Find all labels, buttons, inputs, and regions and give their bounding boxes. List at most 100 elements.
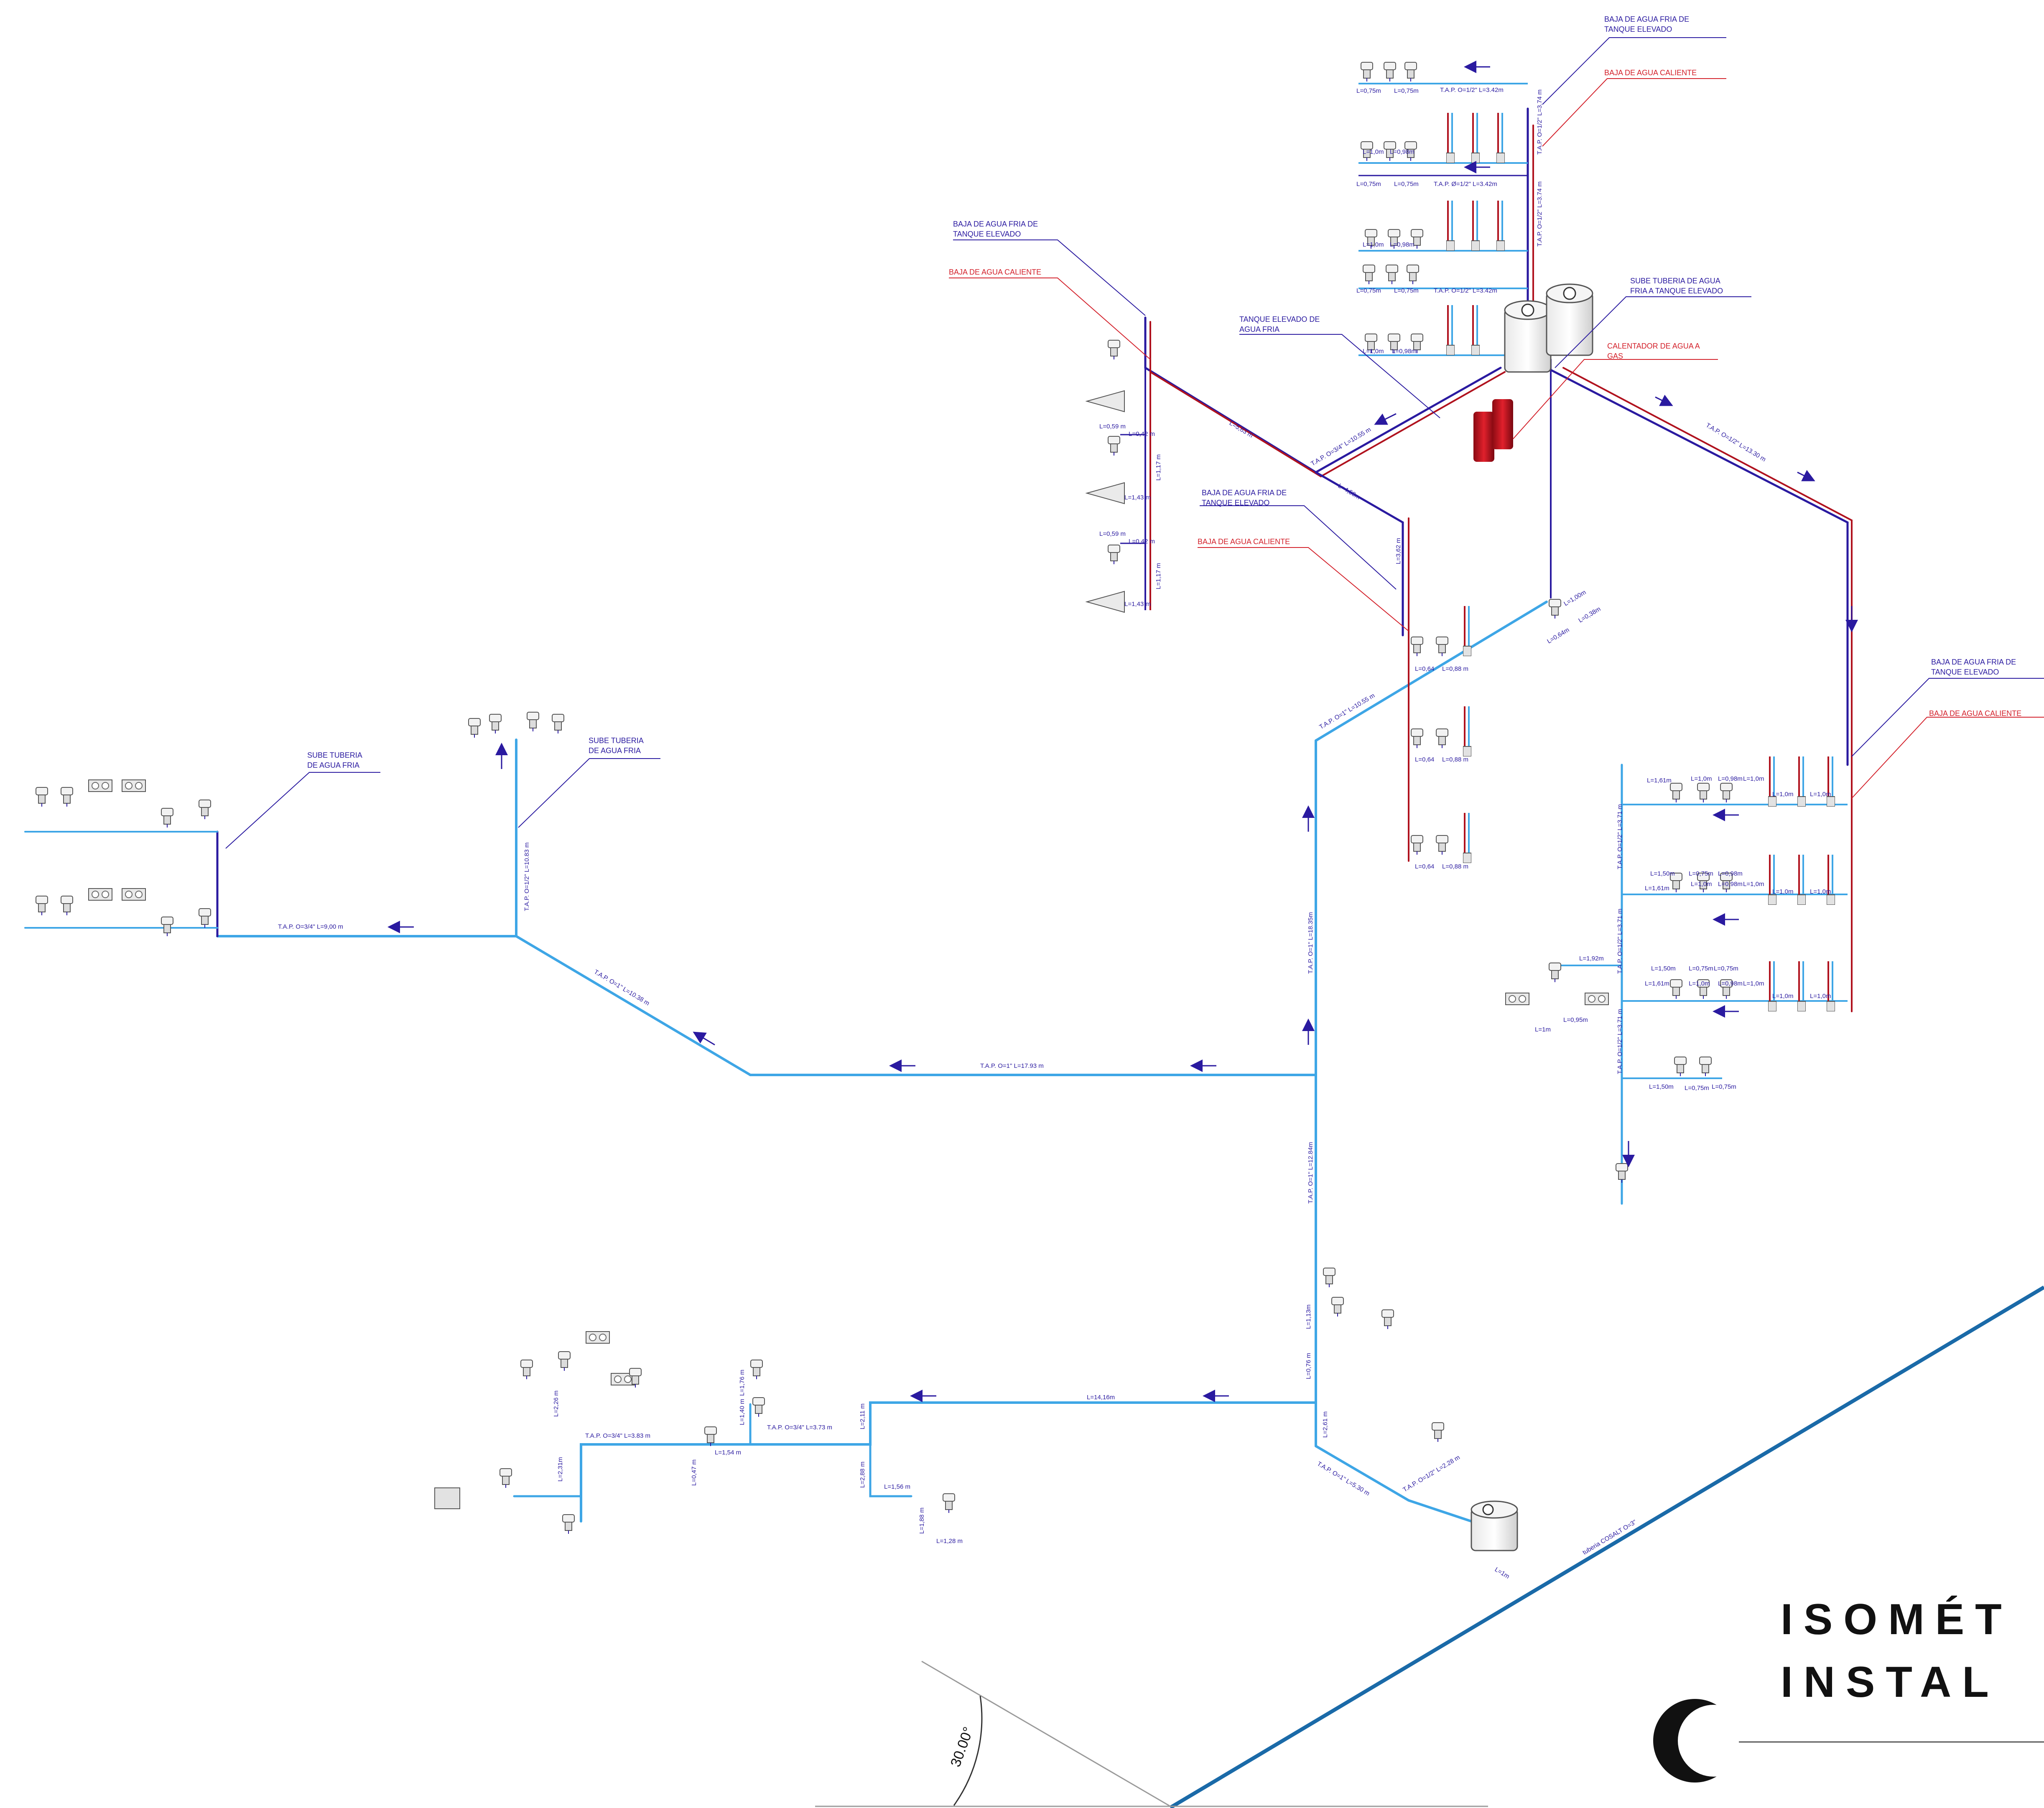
fixture (1616, 1163, 1628, 1183)
fixture (752, 1397, 765, 1417)
fixture (1381, 1309, 1394, 1329)
dim-label: L=1,56 m (884, 1483, 910, 1490)
callout-line: DE AGUA FRIA (589, 746, 641, 755)
dim-label: L=0,75m (1356, 287, 1381, 294)
flow-arrow (693, 1031, 715, 1046)
dim-label: L=1,54 m (715, 1449, 741, 1456)
fixture (1436, 637, 1448, 656)
dim-label: L=5,63 m (1228, 420, 1254, 439)
riser-fixture (1768, 756, 1776, 807)
fixture (161, 917, 173, 936)
pipe-label: T.A.P. O=3/4" L=3.83 m (585, 1432, 650, 1439)
fixture (1404, 62, 1417, 81)
dim-label: L=1,28 m (936, 1538, 963, 1545)
leader-mid-cold (1200, 505, 1397, 590)
angle-arc (953, 1696, 983, 1806)
dim-label: L=1,0m (1810, 791, 1831, 798)
dim-label: L=0,98m (1718, 870, 1743, 877)
dimension-labels: L=0,75m L=0,75m L=0,75m L=0,75m L=1,0m L… (553, 87, 1831, 1580)
dim-label: L=1m (1493, 1566, 1511, 1580)
fixture (1361, 62, 1373, 81)
pipe-label: T.A.P. O=1/2" L=3.42m (1434, 287, 1497, 294)
dim-label: L=0,75m (1356, 87, 1381, 94)
callout-right-hot: BAJA DE AGUA CALIENTE (1929, 709, 2021, 718)
dim-label: L=1,50m (1650, 870, 1675, 877)
cistern-lid (1482, 1504, 1494, 1515)
sink (1585, 993, 1609, 1005)
leader-right-hot (1851, 717, 2044, 799)
fixture (562, 1514, 575, 1534)
dim-label: L=1,0m (1691, 775, 1712, 782)
riser-fixture (1827, 961, 1835, 1011)
callout-line: FRIA A TANQUE ELEVADO (1630, 287, 1723, 295)
fixture (199, 800, 211, 819)
riser-fixture (1496, 113, 1505, 163)
dim-label: L=1,0m (1689, 980, 1710, 987)
callout-leaders (225, 37, 2044, 849)
callout-line: BAJA DE AGUA FRIA DE (1931, 658, 2016, 666)
fixture (1363, 265, 1375, 284)
fixture (527, 712, 539, 731)
leader-left-rise (225, 772, 380, 849)
fixture (1386, 265, 1398, 284)
leader-mid-hot (1198, 547, 1409, 632)
pipe-label: T.A.P. O=1/2" L=3.42m (1440, 87, 1504, 94)
dim-label: L=2,11 m (859, 1403, 866, 1429)
dim-label: L=1,61m (1645, 980, 1669, 987)
fixture (943, 1493, 955, 1513)
pipe-label: T.A.P. O=1/2" L=3.74 m (1536, 181, 1543, 247)
dim-label: L=0,64 (1415, 863, 1434, 870)
dim-label: L=1,0m (1743, 775, 1764, 782)
dim-label: L=1,0m (1363, 148, 1384, 155)
dim-label: L=0,98m (1718, 980, 1743, 987)
dim-label: L=0,75m (1394, 87, 1419, 94)
pipe-label: T.A.P. O=1/2" L=3.71 m (1616, 804, 1623, 869)
pipe-label: L=14,16m (1087, 1394, 1115, 1401)
dim-label: L=1,0m (1691, 881, 1712, 888)
dim-label: L=2,26 m (553, 1390, 560, 1417)
fixture (520, 1360, 533, 1379)
dim-label: L=1,43 m (1124, 601, 1151, 608)
dim-label: L=0,75m (1394, 181, 1419, 188)
dim-label: L=0,98m (1390, 241, 1414, 248)
dim-label: L=1,0m (1810, 888, 1831, 895)
sink (88, 888, 112, 901)
callout-line: TANQUE ELEVADO (953, 230, 1021, 238)
dim-label: L=1,00m (1562, 589, 1587, 608)
callout-line: GAS (1607, 352, 1623, 360)
leader-rise (1555, 296, 1751, 368)
sink-counter (434, 1487, 460, 1509)
pipe-labels: T.A.P. O=1" L=17.93 m T.A.P. O=1" L=10.3… (278, 87, 1767, 1497)
dim-label: L=1,43 m (1124, 494, 1151, 501)
sewer-line-group: 30.00° tuberia COSALT O=3" (815, 1286, 2044, 1808)
fixture (1323, 1268, 1335, 1287)
dim-label: L=0,98m (1392, 348, 1417, 355)
dim-label: L=1,50m (1649, 1083, 1674, 1090)
fixture (1697, 783, 1710, 802)
dim-label: L=0,59 m (1099, 530, 1126, 537)
right-tower-floors (1551, 804, 1848, 1079)
title-line-1: ISOMÉT (1781, 1595, 2013, 1644)
sewer-pipe (1169, 1286, 2044, 1808)
bottom-diag (1315, 1445, 1473, 1523)
fixture (1670, 783, 1682, 802)
dim-label: L=0,75m (1689, 870, 1713, 877)
riser-fixture (1446, 113, 1455, 163)
fixture (161, 808, 173, 828)
shower-tray (1085, 482, 1125, 504)
dim-label: L=0,64m (1546, 626, 1570, 645)
diag-up-right (1315, 601, 1548, 742)
fixture (1720, 783, 1733, 802)
cistern-top (1471, 1500, 1518, 1519)
flow-arrow (1374, 413, 1397, 425)
callout-line: SUBE TUBERIA (589, 736, 644, 745)
title-line-2: INSTAL (1781, 1658, 2000, 1706)
fixture (1436, 835, 1448, 855)
cistern (1471, 1500, 1518, 1551)
pipe-label: T.A.P. O=1/2" L=13.30 m (1705, 422, 1767, 463)
